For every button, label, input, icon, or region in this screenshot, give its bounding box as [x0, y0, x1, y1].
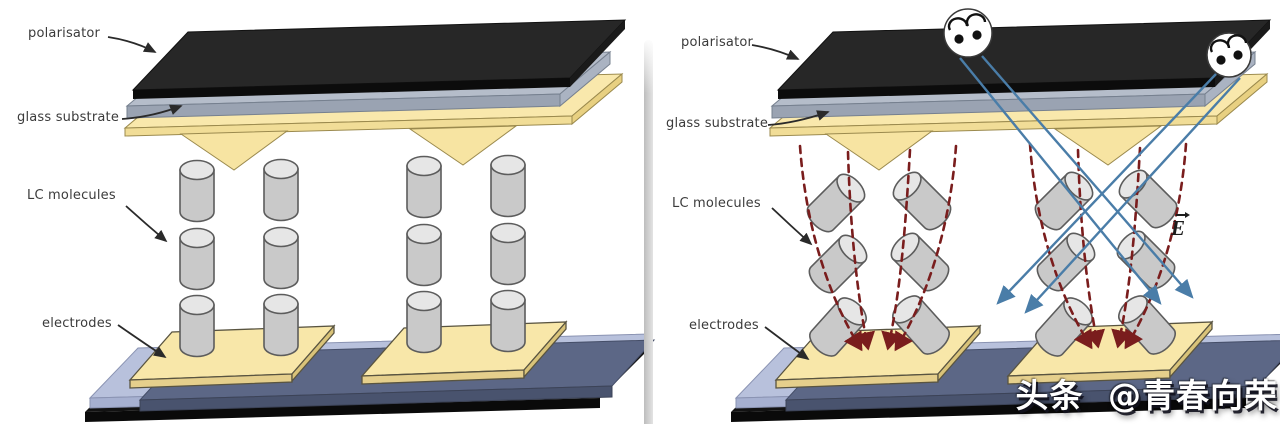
field-line	[1028, 142, 1093, 350]
e-field-symbol: E	[1171, 216, 1186, 240]
right-polarizer-slab	[776, 19, 1272, 99]
light-rays	[959, 55, 1241, 314]
watermark-brand: 头条	[1015, 375, 1084, 415]
lc-molecule	[179, 227, 215, 291]
lc-molecule	[179, 294, 215, 358]
left-label-arrows	[107, 36, 183, 358]
light-ray	[959, 57, 1162, 305]
lc-molecule	[263, 226, 299, 290]
field-line	[894, 144, 958, 352]
left-panel	[85, 19, 656, 422]
arrow-to-glass	[767, 110, 830, 126]
right-panel	[731, 8, 1280, 422]
watermark-handle: @青春向荣	[1108, 375, 1278, 415]
lc-molecule	[179, 159, 215, 223]
arrow-to-electrodes	[764, 326, 810, 361]
lc-molecule	[406, 155, 442, 219]
light-ray	[1024, 77, 1241, 314]
field-line	[846, 150, 876, 351]
field-line	[798, 144, 863, 352]
right-label-arrows	[751, 44, 830, 361]
left-glass-substrate-label: glass substrate	[17, 110, 120, 125]
arrow-to-polarizer	[751, 44, 800, 60]
lc-molecule	[490, 222, 526, 286]
electric-field-lines	[798, 142, 1188, 352]
right-polarisator-label: polarisator	[681, 35, 754, 50]
vector-arrow-icon	[1176, 212, 1190, 218]
right-glass-substrate-label: glass substrate	[666, 116, 769, 131]
left-polarisator-label: polarisator	[28, 26, 101, 41]
arrow-to-electrodes	[117, 324, 167, 358]
lc-molecule-tilted	[1031, 227, 1101, 297]
left-electrodes-label: electrodes	[42, 316, 112, 331]
light-ray	[981, 55, 1194, 299]
left-viewer-eyes-icon	[943, 8, 993, 58]
lc-molecule	[263, 293, 299, 357]
lc-molecule-tilted	[885, 227, 955, 297]
lc-molecule	[490, 289, 526, 353]
right-lc-molecules-label: LC molecules	[672, 196, 761, 211]
right-viewer-eyes-icon	[1206, 32, 1252, 78]
arrow-to-polarizer	[107, 36, 157, 53]
e-field-vector-label: E	[1171, 212, 1190, 240]
panel-divider	[644, 40, 653, 424]
lc-molecule-tilted	[1111, 225, 1181, 295]
watermark: 头条 @青春向荣	[1015, 375, 1279, 415]
left-lc-molecules-label: LC molecules	[27, 188, 116, 203]
arrow-to-glass	[121, 104, 183, 120]
arrow-to-lc	[771, 207, 813, 246]
lc-molecule	[406, 223, 442, 287]
field-line	[1076, 148, 1106, 349]
lc-molecule	[490, 154, 526, 218]
lc-molecule	[406, 290, 442, 354]
left-polarizer-slab	[131, 19, 627, 99]
field-line	[881, 148, 912, 351]
field-line	[1124, 142, 1188, 350]
right-electrodes-label: electrodes	[689, 318, 759, 333]
field-line	[1111, 146, 1142, 349]
lc-molecule	[263, 158, 299, 222]
light-ray	[996, 73, 1217, 305]
arrow-to-lc	[125, 205, 168, 243]
